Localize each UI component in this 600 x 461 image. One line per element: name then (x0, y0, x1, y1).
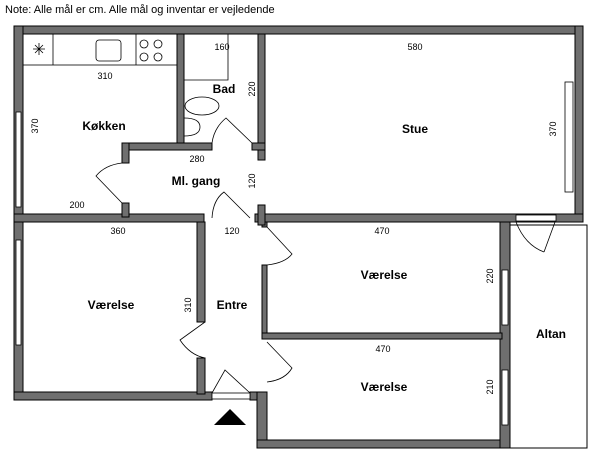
room-label-bath: Bad (212, 82, 236, 96)
wall-bath-bottom-b (251, 142, 266, 151)
washbasin-icon (183, 117, 201, 137)
wall-kitchen-bottom (13, 213, 205, 223)
sink-icon (95, 39, 122, 62)
room-label-room-lower: Værelse (360, 380, 408, 394)
window-living (564, 81, 574, 193)
room-label-entrance: Entre (216, 298, 248, 312)
wall-kitchen-hall-b (121, 202, 130, 218)
wall-between-rooms (261, 332, 503, 340)
entrance-door-frame (211, 392, 251, 400)
dim-bath-height: 220 (247, 81, 257, 97)
room-label-hall: Ml. gang (171, 174, 221, 188)
wall-rooms-left-a (261, 264, 268, 334)
dim-living-height: 370 (548, 121, 558, 137)
wall-lower-bottom (256, 439, 511, 449)
room-label-kitchen: Køkken (82, 119, 126, 133)
hall-door[interactable] (211, 191, 251, 219)
wall-bath-living (257, 33, 266, 161)
dim-room-upper-width: 470 (374, 226, 390, 236)
balcony-door[interactable] (515, 221, 556, 253)
entrance-arrow-icon (214, 409, 246, 425)
wall-kitchen-bath (176, 33, 185, 145)
room-label-balcony: Altan (536, 327, 566, 341)
dim-hall-height: 120 (247, 173, 257, 189)
room-upper-door[interactable] (266, 226, 293, 266)
wall-hall-cross (257, 204, 266, 226)
dim-hall-width: 280 (189, 154, 205, 164)
kitchen-door[interactable] (95, 162, 123, 204)
room-left-door[interactable] (179, 321, 206, 359)
shower-area (184, 34, 229, 81)
window-room-left (15, 239, 22, 346)
dim-room-lower-height: 210 (485, 379, 495, 395)
window-room-lower (501, 369, 509, 426)
dim-kitchen-height: 370 (30, 118, 40, 134)
wall-room-bottom (13, 391, 213, 401)
dim-room-lower-width: 470 (375, 344, 391, 354)
dim-kitchen-lower: 200 (69, 200, 85, 210)
entrance-door[interactable] (211, 369, 251, 394)
wall-right (574, 25, 584, 223)
wall-entrance-left-b (196, 357, 206, 395)
dim-room-left-width: 360 (110, 226, 126, 236)
plan-note: Note: Alle mål er cm. Alle mål og invent… (5, 4, 275, 16)
dim-kitchen-width: 310 (97, 71, 113, 81)
room-label-room-upper: Værelse (360, 268, 408, 282)
wall-bath-bottom (121, 142, 213, 151)
bath-door[interactable] (211, 117, 253, 144)
room-label-living: Stue (401, 122, 429, 136)
balcony-door-frame (515, 214, 557, 222)
window-kitchen (15, 111, 22, 208)
room-label-room-left: Værelse (87, 298, 135, 312)
toilet-icon (184, 96, 220, 116)
kitchen-counter (22, 33, 178, 66)
balcony-outline (509, 224, 588, 449)
fridge-icon (33, 43, 45, 55)
dim-bath-width: 160 (214, 42, 230, 52)
dim-room-upper-height: 220 (485, 268, 495, 284)
wall-entrance-left (196, 221, 206, 323)
dim-entrance-width: 120 (224, 226, 240, 236)
room-lower-door[interactable] (266, 341, 293, 383)
window-room-upper (501, 269, 509, 326)
wall-top (13, 25, 584, 35)
dim-living-width: 580 (407, 42, 423, 52)
dim-room-left-height: 310 (183, 297, 193, 313)
wall-living-bottom (254, 213, 584, 223)
stove-icon (139, 39, 163, 62)
wall-kitchen-hall (121, 142, 130, 164)
